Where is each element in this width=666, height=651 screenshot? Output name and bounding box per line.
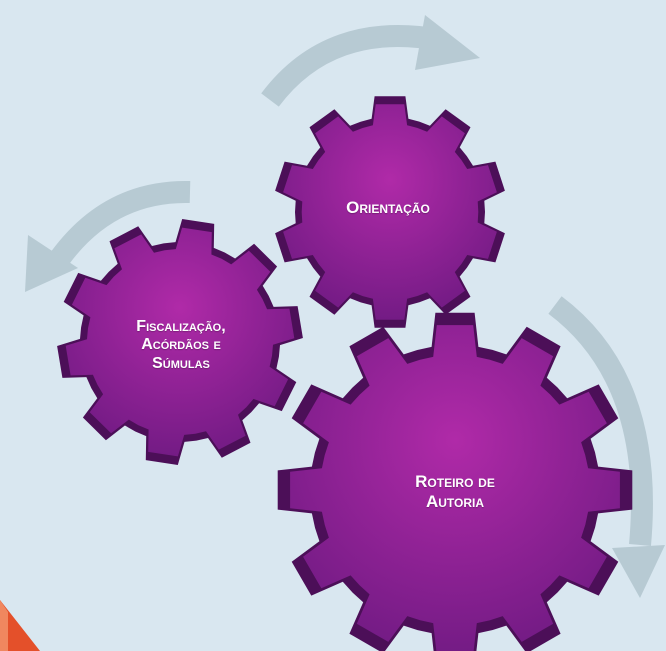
- cycle-arrow-right-head: [612, 545, 665, 598]
- cycle-arrow-top-head: [415, 15, 480, 70]
- corner-accent-shape: [0, 600, 40, 651]
- gear-label-orientacao-line-1: Orientação: [346, 198, 430, 217]
- cycle-arrow-left-head: [25, 235, 78, 292]
- cycle-arrow-top: [261, 25, 442, 107]
- gear-label-fiscalizacao-line-2: Acórdãos e: [141, 336, 221, 354]
- gear-label-roteiro: Roteiro de Autoria: [380, 472, 530, 511]
- cycle-arrow-left: [51, 180, 191, 265]
- gear-label-roteiro-line-1: Roteiro de: [415, 472, 495, 491]
- gear-label-fiscalizacao: Fiscalização, Acórdãos e Súmulas: [106, 318, 256, 373]
- gear-roteiro: [290, 325, 620, 651]
- gear-label-fiscalizacao-line-3: Súmulas: [152, 354, 210, 372]
- gear-fiscalizacao: [65, 227, 295, 457]
- cycle-arrow-right: [548, 296, 653, 546]
- gear-orientacao: [283, 104, 497, 320]
- corner-accent-shape-light: [0, 600, 8, 651]
- gear-label-orientacao: Orientação: [313, 198, 463, 218]
- gear-label-roteiro-line-2: Autoria: [425, 491, 485, 511]
- gear-label-fiscalizacao-line-1: Fiscalização,: [136, 318, 226, 335]
